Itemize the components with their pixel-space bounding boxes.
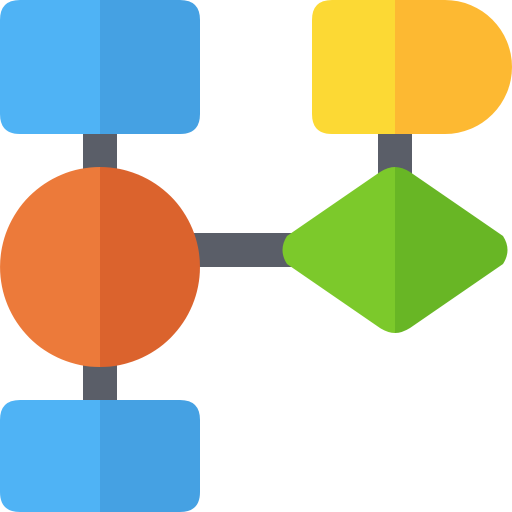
process-box-bottom-left-half xyxy=(0,400,100,512)
diamond-right-half xyxy=(395,167,508,333)
connector-horizontal xyxy=(190,233,300,267)
process-box-bottom-right-half xyxy=(100,400,200,512)
terminal-right-half xyxy=(395,0,512,134)
process-box-top xyxy=(0,0,200,134)
terminal-shape xyxy=(312,0,512,134)
circle-left-half xyxy=(0,167,100,367)
connector-circle xyxy=(0,167,200,367)
circle-right-half xyxy=(100,167,200,367)
process-box-bottom xyxy=(0,400,200,512)
process-box-top-left-half xyxy=(0,0,100,134)
diamond-left-half xyxy=(282,167,395,333)
terminal-left-half xyxy=(312,0,395,134)
process-box-top-right-half xyxy=(100,0,200,134)
decision-diamond xyxy=(282,167,508,333)
